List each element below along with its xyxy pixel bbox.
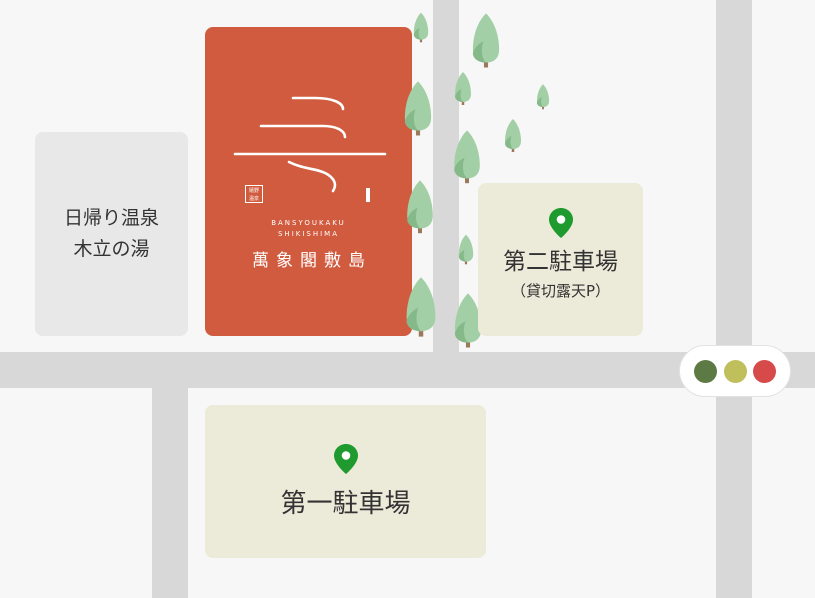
hotel-logo-icon [233, 96, 387, 202]
parking-2-name: 第二駐車場 [503, 249, 618, 275]
map-pin-icon [548, 208, 573, 238]
road-vertical-right [716, 0, 752, 598]
onsen-kodachi-no-yu[interactable]: 日帰り温泉 木立の湯 [35, 132, 188, 336]
traffic-light-icon [679, 345, 791, 397]
parking-lot-1[interactable]: 第一駐車場 [205, 405, 486, 558]
hotel-name-jp: 萬象閣敷島 [252, 251, 372, 271]
map-pin-icon [333, 444, 358, 474]
hotel-seal-icon: 嬉野 温泉 [245, 185, 263, 203]
road-vertical-center [433, 0, 459, 352]
onsen-label-line2: 木立の湯 [73, 238, 150, 260]
red-light-icon [752, 359, 776, 383]
parking-1-name: 第一駐車場 [280, 489, 411, 519]
parking-2-sub: （貸切露天P） [510, 282, 611, 300]
road-vertical-left [152, 388, 188, 598]
yellow-light-icon [723, 359, 747, 383]
hotel-bansyoukaku-shikishima[interactable]: 嬉野 温泉 BANSYOUKAKU SHIKISHIMA 萬象閣敷島 [205, 27, 412, 336]
onsen-label-line1: 日帰り温泉 [63, 207, 159, 229]
parking-lot-2[interactable]: 第二駐車場 （貸切露天P） [478, 183, 643, 336]
green-light-icon [694, 359, 718, 383]
hotel-name-en-line2: SHIKISHIMA [277, 230, 340, 238]
hotel-name-en-line1: BANSYOUKAKU [271, 219, 346, 227]
